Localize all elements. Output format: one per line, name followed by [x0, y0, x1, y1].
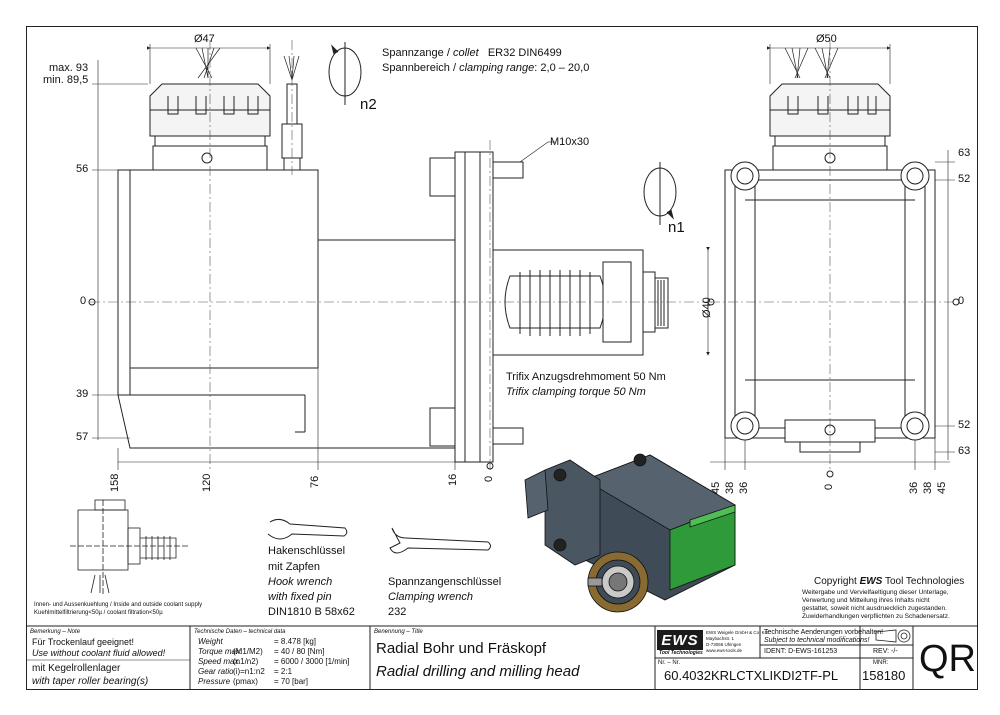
copyright-line-3: gestattet, soweit nicht ausdruecklich zu… [802, 605, 947, 612]
remark-3: mit Kegelrollenlager [32, 663, 121, 674]
isometric-render [524, 453, 736, 613]
tech-row: Torque max. (M1/M2) = 40 / 80 [Nm] [198, 647, 325, 656]
dim-dia40: Ø40 [701, 297, 713, 318]
coolant-note-1: Innen- und Aussenkuehlung / Inside and o… [34, 602, 203, 608]
dim-rx-0: 0 [823, 483, 835, 490]
dim-x-120: 120 [201, 473, 213, 492]
copyright-heading: Copyright EWS Tool Technologies [814, 576, 965, 587]
dim-right-0: 0 [958, 295, 965, 307]
dim-left-57: 57 [76, 431, 89, 443]
dim-min895: min. 89,5 [43, 74, 89, 86]
changes-de: Technische Aenderungen vorbehalten! [764, 629, 884, 636]
side-view [88, 40, 715, 470]
tech-header: Technische Daten – technical data [194, 629, 286, 635]
coolant-section-sketch [70, 499, 190, 595]
trifix-torque-en: Trifix clamping torque 50 Nm [506, 386, 646, 398]
company-address-1: EWS Weigele GmbH & Co. KG [706, 630, 769, 635]
hook-wrench-4: with fixed pin [268, 591, 332, 603]
remark-2: Use without coolant fluid allowed! [32, 648, 166, 658]
collet-note: Spannzange / collet ER32 DIN6499 [382, 47, 562, 59]
dim-m10x30: M10x30 [550, 136, 590, 148]
clamping-wrench-sketch [389, 527, 491, 554]
front-view [707, 40, 960, 478]
dim-left-0: 0 [80, 295, 87, 307]
dim-right-63a: 63 [958, 147, 971, 159]
dim-right-52a: 52 [958, 173, 971, 185]
company-address-2: Maybachstr. 1 [706, 636, 735, 641]
label-n2: n2 [360, 96, 377, 113]
dim-rx-45b: 45 [936, 481, 948, 494]
dim-x-76: 76 [309, 475, 321, 488]
dim-dia47: Ø47 [194, 33, 215, 45]
dim-max93: max. 93 [49, 62, 89, 74]
tech-row: Gear ratio (i)=n1:n2 = 2:1 [198, 667, 293, 676]
company-address-3: D-73066 Uhingen [706, 642, 742, 647]
copyright-line-4: Zuwiderhandlungen verpflichten zu Schade… [802, 613, 950, 620]
copyright-line-1: Weitergabe und Vervielfaeltigung dieser … [802, 589, 949, 596]
coolant-note-2: Kuehlmittelfiltrierung<50µ / coolant fil… [34, 610, 163, 616]
remark-4: with taper roller bearing(s) [32, 676, 149, 687]
tech-data-table: Weight = 8.478 [kg] Torque max. (M1/M2) … [198, 637, 368, 687]
tech-row: Speed max. (n1/n2) = 6000 / 3000 [1/min] [198, 657, 350, 666]
dim-left-39: 39 [76, 388, 89, 400]
dim-rx-38b: 38 [922, 481, 934, 494]
clamping-wrench-3: 232 [388, 606, 407, 618]
mnr-label: MNR: [873, 660, 889, 666]
dim-left-56: 56 [76, 163, 89, 175]
qr-label: QR [919, 638, 976, 680]
ews-logo: EWS [657, 630, 703, 650]
dim-right-52b: 52 [958, 419, 971, 431]
clamping-range-note: Spannbereich / clamping range: 2,0 – 20,… [382, 62, 590, 74]
company-address-4: www.ews-tools.de [706, 648, 743, 653]
part-number: 60.4032KRLCTXLIKDI2TF-PL [664, 668, 839, 683]
mnr-value: 158180 [862, 668, 906, 683]
part-number-label: Nr. – Nr. [658, 660, 681, 666]
dim-dia50: Ø50 [816, 33, 837, 45]
dim-rx-36b: 36 [908, 481, 920, 494]
drawing-sheet [26, 26, 978, 690]
title-en: Radial drilling and milling head [376, 663, 580, 680]
dim-rx-38a: 38 [724, 481, 736, 494]
hook-wrench-5: DIN1810 B 58x62 [268, 606, 355, 618]
copyright-line-2: Verwertung und Mitteilung ihres Inhalts … [802, 597, 930, 604]
ews-logo-sub: Tool Technologies [659, 650, 703, 656]
label-n1: n1 [668, 219, 685, 236]
remark-1: Für Trockenlauf geeignet! [32, 637, 135, 647]
trifix-torque-de: Trifix Anzugsdrehmoment 50 Nm [506, 371, 666, 383]
clamping-wrench-1: Spannzangenschlüssel [388, 576, 502, 588]
tech-row: Pressure (pmax) = 70 [bar] [198, 677, 309, 686]
dim-rx-36a: 36 [738, 481, 750, 494]
remark-header: Bemerkung – Note [30, 629, 81, 635]
clamping-wrench-2: Clamping wrench [388, 591, 473, 603]
title-de: Radial Bohr und Fräskopf [376, 640, 547, 657]
tech-row: Weight = 8.478 [kg] [198, 637, 317, 646]
dim-x-16: 16 [447, 473, 459, 486]
title-header: Benennung – Title [374, 629, 423, 635]
dim-x-0: 0 [483, 475, 495, 482]
changes-en: Subject to technical modifications! [764, 637, 870, 644]
hook-wrench-3: Hook wrench [268, 576, 333, 588]
hook-wrench-2: mit Zapfen [268, 561, 320, 573]
revision: REV: -/- [873, 648, 898, 655]
hook-wrench-1: Hakenschlüssel [268, 545, 346, 557]
dim-rx-45a: 45 [710, 481, 722, 494]
ident: IDENT: D-EWS-161253 [764, 648, 838, 655]
hook-wrench-sketch [267, 518, 348, 540]
dim-x-158: 158 [109, 473, 121, 492]
dim-right-63b: 63 [958, 445, 971, 457]
